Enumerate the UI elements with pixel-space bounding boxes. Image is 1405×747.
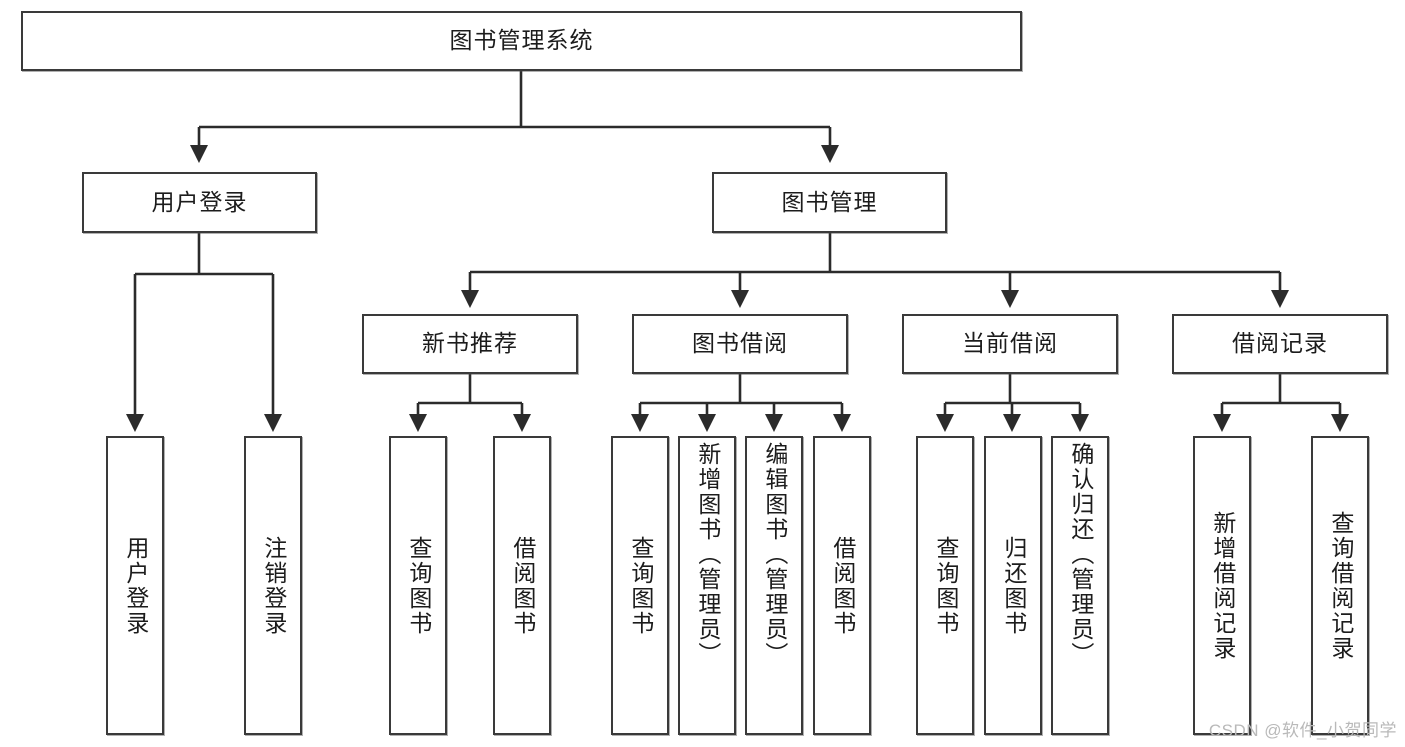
node-leaf-query-book-1-label: 查询图书 [405, 535, 432, 636]
node-leaf-confirm-return-label: 确认归还（管理员） [1067, 442, 1094, 667]
node-leaf-return-book-label: 归还图书 [1000, 535, 1027, 636]
node-user-login[interactable]: 用户登录 [82, 172, 317, 233]
node-leaf-query-record[interactable]: 查询借阅记录 [1311, 436, 1369, 735]
node-leaf-query-record-label: 查询借阅记录 [1327, 510, 1354, 661]
node-leaf-add-record[interactable]: 新增借阅记录 [1193, 436, 1251, 735]
node-leaf-query-book-3-label: 查询图书 [932, 535, 959, 636]
node-leaf-query-book-2-label: 查询图书 [627, 535, 654, 636]
node-new-book-recommend[interactable]: 新书推荐 [362, 314, 578, 374]
node-leaf-query-book-3[interactable]: 查询图书 [916, 436, 974, 735]
node-book-borrow[interactable]: 图书借阅 [632, 314, 848, 374]
node-book-manage[interactable]: 图书管理 [712, 172, 947, 233]
node-leaf-edit-book-label: 编辑图书（管理员） [761, 442, 788, 667]
node-borrow-record-label: 借阅记录 [1232, 330, 1328, 357]
node-root-label: 图书管理系统 [449, 27, 594, 54]
node-leaf-edit-book[interactable]: 编辑图书（管理员） [745, 436, 803, 735]
node-leaf-query-book-2[interactable]: 查询图书 [611, 436, 669, 735]
node-leaf-query-book-1[interactable]: 查询图书 [389, 436, 447, 735]
node-leaf-return-book[interactable]: 归还图书 [984, 436, 1042, 735]
node-leaf-borrow-book-2-label: 借阅图书 [829, 535, 856, 636]
node-borrow-record[interactable]: 借阅记录 [1172, 314, 1388, 374]
node-book-manage-label: 图书管理 [781, 188, 878, 215]
node-current-borrow-label: 当前借阅 [962, 330, 1058, 357]
node-leaf-user-login[interactable]: 用户登录 [106, 436, 164, 735]
node-leaf-confirm-return[interactable]: 确认归还（管理员） [1051, 436, 1109, 735]
node-leaf-add-book-label: 新增图书（管理员） [694, 442, 721, 667]
node-root[interactable]: 图书管理系统 [21, 11, 1022, 71]
node-leaf-borrow-book-1-label: 借阅图书 [509, 535, 536, 636]
node-leaf-logout-login[interactable]: 注销登录 [244, 436, 302, 735]
node-leaf-add-record-label: 新增借阅记录 [1209, 510, 1236, 661]
node-leaf-logout-login-label: 注销登录 [260, 535, 287, 636]
node-new-book-recommend-label: 新书推荐 [422, 330, 518, 357]
node-current-borrow[interactable]: 当前借阅 [902, 314, 1118, 374]
node-leaf-borrow-book-1[interactable]: 借阅图书 [493, 436, 551, 735]
node-book-borrow-label: 图书借阅 [692, 330, 788, 357]
node-leaf-borrow-book-2[interactable]: 借阅图书 [813, 436, 871, 735]
node-user-login-label: 用户登录 [151, 188, 248, 215]
node-leaf-add-book[interactable]: 新增图书（管理员） [678, 436, 736, 735]
node-leaf-user-login-label: 用户登录 [122, 535, 149, 636]
